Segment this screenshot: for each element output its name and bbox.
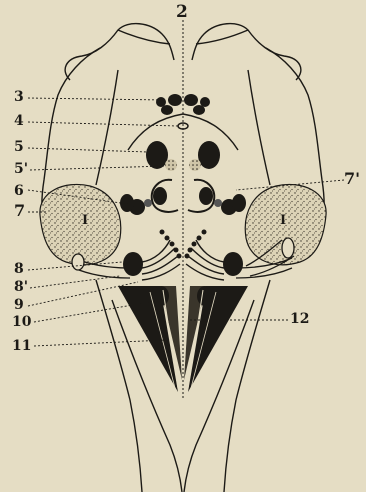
roman-label-right: I: [280, 214, 286, 228]
label-7-prime: 7': [344, 172, 360, 186]
label-11: 11: [12, 339, 31, 353]
label-5-prime: 5': [14, 162, 28, 176]
label-7: 7: [14, 204, 25, 218]
label-4: 4: [14, 114, 24, 128]
label-5: 5: [14, 140, 24, 154]
label-8-prime: 8': [14, 280, 28, 294]
label-6: 6: [14, 184, 24, 198]
label-10: 10: [12, 315, 31, 329]
label-9: 9: [14, 298, 24, 312]
left-stippled-mass: [40, 184, 121, 264]
roman-label-left: I: [82, 214, 88, 228]
label-8: 8: [14, 262, 24, 276]
label-12: 12: [290, 312, 309, 326]
label-3: 3: [14, 90, 24, 104]
label-2: 2: [176, 5, 188, 19]
